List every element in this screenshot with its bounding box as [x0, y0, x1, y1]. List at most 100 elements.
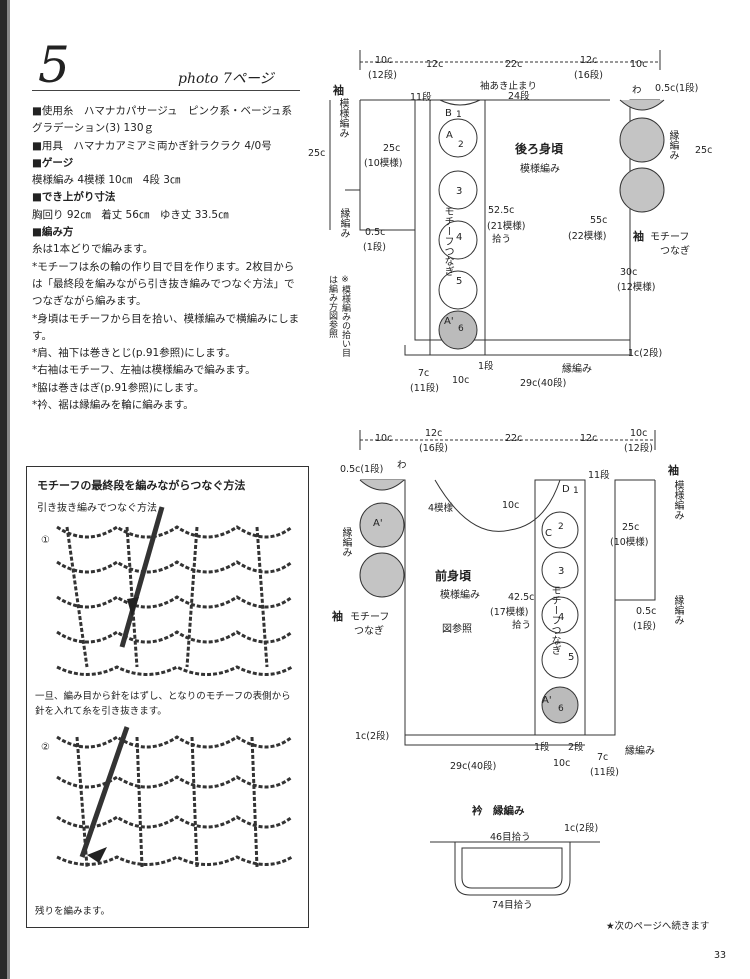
motif-circle — [359, 552, 405, 598]
front-edge-right: 縁編み — [672, 595, 683, 625]
back-neck-rows: 24段 — [508, 91, 530, 102]
front-motif: モチーフ — [350, 612, 390, 623]
front-pick-42: 42.5c — [508, 592, 535, 603]
back-pick-count: (21模様) — [487, 221, 526, 232]
spec-method-heading: ■編み方 — [32, 226, 74, 239]
spec-yarn: ■使用糸 ハマナカパサージュ ピンク系・ベージュ系グラデーション(3) 130ｇ — [32, 105, 293, 135]
page-number: 33 — [714, 950, 727, 961]
collar-bottom-label: 74目拾う — [492, 900, 533, 911]
page-binding-shadow — [7, 0, 10, 979]
motif-circle — [541, 641, 579, 679]
motif-circle — [438, 220, 478, 260]
front-05: 0.5c(1段) — [340, 464, 384, 475]
crochet-illustration — [56, 506, 293, 868]
back-title: 後ろ身頃 — [515, 142, 564, 156]
back-rows-11: 11段 — [410, 92, 432, 103]
front-motif-5: 5 — [568, 652, 575, 663]
front-motif-d-num: 1 — [573, 486, 579, 496]
front-edge-left: 縁編み — [340, 527, 351, 557]
back-pick-label: 拾う — [492, 234, 512, 245]
front-top-rows-5: (12段) — [624, 443, 654, 454]
back-height-55-count: (22模様) — [568, 231, 607, 242]
front-motif-3: 3 — [558, 566, 565, 577]
back-motif-5: 5 — [456, 276, 463, 287]
back-motif-column — [429, 99, 665, 356]
spec-block: ■使用糸 ハマナカパサージュ ピンク系・ベージュ系グラデーション(3) 130ｇ… — [32, 103, 302, 414]
spec-size-heading: ■でき上がり寸法 — [32, 191, 116, 204]
front-top-dim-3: 22c — [505, 433, 523, 444]
collar-title: 衿 縁編み — [472, 805, 525, 817]
back-motif-a-prime-num: 6 — [458, 324, 464, 334]
box-subtitle: 引き抜き編みでつなぐ方法 — [37, 503, 157, 514]
page-binding — [0, 0, 7, 979]
front-bottom-7: 7c — [597, 752, 609, 763]
motif-circle — [438, 170, 478, 210]
front-wa: わ — [397, 460, 407, 471]
back-motif-a-prime: A' — [444, 316, 454, 327]
step-2-caption: 残りを編みます。 — [35, 906, 111, 917]
front-top-dim-1: 10c — [375, 433, 393, 444]
back-top-dim-3: 22c — [505, 59, 523, 70]
motif-circle — [359, 502, 405, 548]
back-right-25: 25c — [695, 145, 713, 156]
front-rows-10: (10模様) — [610, 537, 649, 548]
spec-tool: ■用具 ハマナカアミアミ両かぎ針ラクラク 4/0号 — [32, 139, 272, 152]
back-row-1: 1段 — [478, 361, 494, 372]
collar-top-label: 46目拾う — [490, 832, 531, 843]
back-edge-left: 縁編み — [338, 208, 349, 238]
back-right-05: 0.5c(1段) — [655, 83, 699, 94]
back-hem-edge: 縁編み — [562, 364, 592, 375]
motif-circle — [541, 511, 579, 549]
front-cuff-rows: (1段) — [633, 621, 656, 632]
back-hem-1c: 1c(2段) — [628, 348, 663, 359]
spec-method-line: *肩、袖下は巻きとじ(p.91参照)にします。 — [32, 347, 236, 360]
back-neck-label: 袖あき止まり — [480, 81, 538, 92]
motif-circle — [438, 118, 478, 158]
back-cuff-rows: (1段) — [363, 242, 386, 253]
step-1-caption: 一旦、編み目から針をはずし、となりのモチーフの表側から針を入れて糸を引き抜きます… — [35, 691, 291, 717]
front-row-2: 2段 — [568, 742, 584, 753]
back-motif2: つなぎ — [660, 246, 690, 257]
motif-circle — [619, 117, 665, 163]
front-top-dim-5: 10c — [630, 428, 648, 439]
front-see-figure: 図参照 — [442, 624, 472, 635]
spec-gauge-heading: ■ゲージ — [32, 156, 74, 169]
collar-side-label: 1c(2段) — [564, 823, 599, 834]
front-title: 前身頃 — [435, 569, 472, 583]
front-pick-count: (17模様) — [490, 607, 529, 618]
front-rows-11: 11段 — [588, 470, 610, 481]
front-bottom-29: 29c(40段) — [450, 761, 497, 772]
front-top-dim-4: 12c — [580, 433, 598, 444]
front-motif-a-prime: A' — [542, 695, 552, 706]
back-motif-a: A — [446, 130, 453, 141]
front-motif2: つなぎ — [354, 626, 384, 637]
back-bottom-10: 10c — [452, 375, 470, 386]
back-note: ※模様編みの拾い目は編み方図参照 — [327, 275, 350, 357]
back-motif: モチーフ — [650, 232, 690, 243]
motif-circle — [438, 270, 478, 310]
back-height-25-inner: 25c — [383, 143, 401, 154]
motif-circle — [541, 686, 579, 724]
front-motif-4: 4 — [558, 612, 565, 623]
spec-method-line: 糸は1本どりで編みます。 — [32, 243, 154, 256]
spec-method-line: *脇は巻きはぎ(p.91参照)にします。 — [32, 381, 205, 394]
back-bottom-7-rows: (11段) — [410, 383, 440, 394]
back-sleeve-pattern: 模様編み — [337, 98, 348, 138]
back-top-dim-1: 10c — [375, 55, 393, 66]
motif-circle — [619, 167, 665, 213]
heading-rule — [32, 90, 300, 91]
front-cuff-05: 0.5c — [636, 606, 657, 617]
front-top-dim-2: 12c — [425, 428, 443, 439]
motif-circle — [541, 596, 579, 634]
pattern-number: 5 — [38, 36, 70, 94]
back-height-30: 30c — [620, 267, 638, 278]
spec-gauge: 模様編み 4模様 10㎝ 4段 3㎝ — [32, 174, 181, 187]
joining-method-box: モチーフの最終段を編みながらつなぐ方法 引き抜き編みでつなぐ方法 ① 一旦、編み… — [26, 466, 309, 928]
back-wa: わ — [632, 85, 642, 96]
back-height-55: 55c — [590, 215, 608, 226]
back-sleeve2: 袖 — [633, 230, 644, 243]
spec-method-line: *身頃はモチーフから目を拾い、模様編みで横編みにします。 — [32, 312, 300, 342]
front-sleeve2: 袖 — [332, 610, 343, 623]
front-hem-1c: 1c(2段) — [355, 731, 390, 742]
